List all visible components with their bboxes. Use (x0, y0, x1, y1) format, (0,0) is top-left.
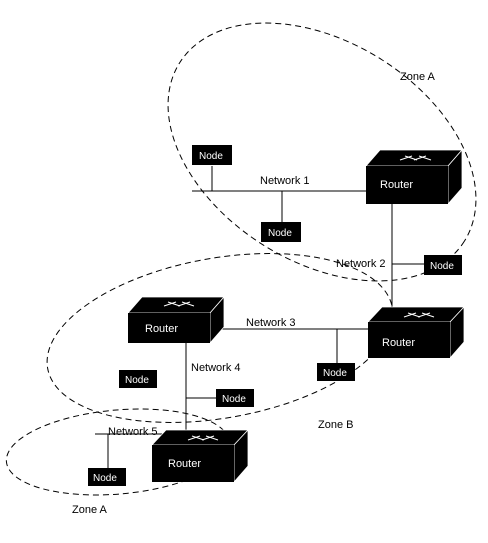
network-2-label: Network 2 (336, 258, 386, 270)
node-top-left: Node (192, 145, 232, 165)
node-zone-b-left: Node (119, 370, 157, 388)
node-label: Node (323, 368, 347, 379)
node-label: Node (125, 375, 149, 386)
router-middle-right: Router (367, 305, 465, 360)
network-links (95, 166, 424, 468)
zone-a-bottom-label: Zone A (72, 504, 108, 516)
router-label: Router (382, 337, 415, 349)
network-3-label: Network 3 (246, 317, 296, 329)
router-arrows-icon (163, 301, 195, 307)
router-label: Router (145, 323, 178, 335)
zone-b-label: Zone B (318, 419, 353, 431)
node-network5-left: Node (88, 468, 126, 486)
router-arrows-icon (187, 435, 219, 441)
router-bottom: Router (151, 428, 249, 484)
network-5-label: Network 5 (108, 426, 158, 438)
zone-a-top-label: Zone A (400, 71, 436, 83)
node-network3-below: Node (317, 363, 355, 381)
node-label: Node (199, 151, 223, 162)
router-arrows-icon (399, 155, 432, 161)
router-label: Router (168, 458, 201, 470)
network-4-label: Network 4 (191, 362, 241, 374)
node-label: Node (222, 394, 246, 405)
router-arrows-icon (403, 312, 435, 318)
router-middle-left: Router (127, 295, 225, 345)
node-network2-right: Node (424, 255, 462, 275)
node-label: Node (430, 261, 454, 272)
node-label: Node (268, 228, 292, 239)
node-network1-mid: Node (261, 222, 301, 242)
node-network4-right: Node (216, 389, 254, 407)
zone-a-top-boundary (167, 22, 477, 282)
router-label: Router (380, 179, 413, 191)
node-label: Node (93, 473, 117, 484)
router-top-right: Router (365, 148, 463, 206)
network-1-label: Network 1 (260, 175, 310, 187)
